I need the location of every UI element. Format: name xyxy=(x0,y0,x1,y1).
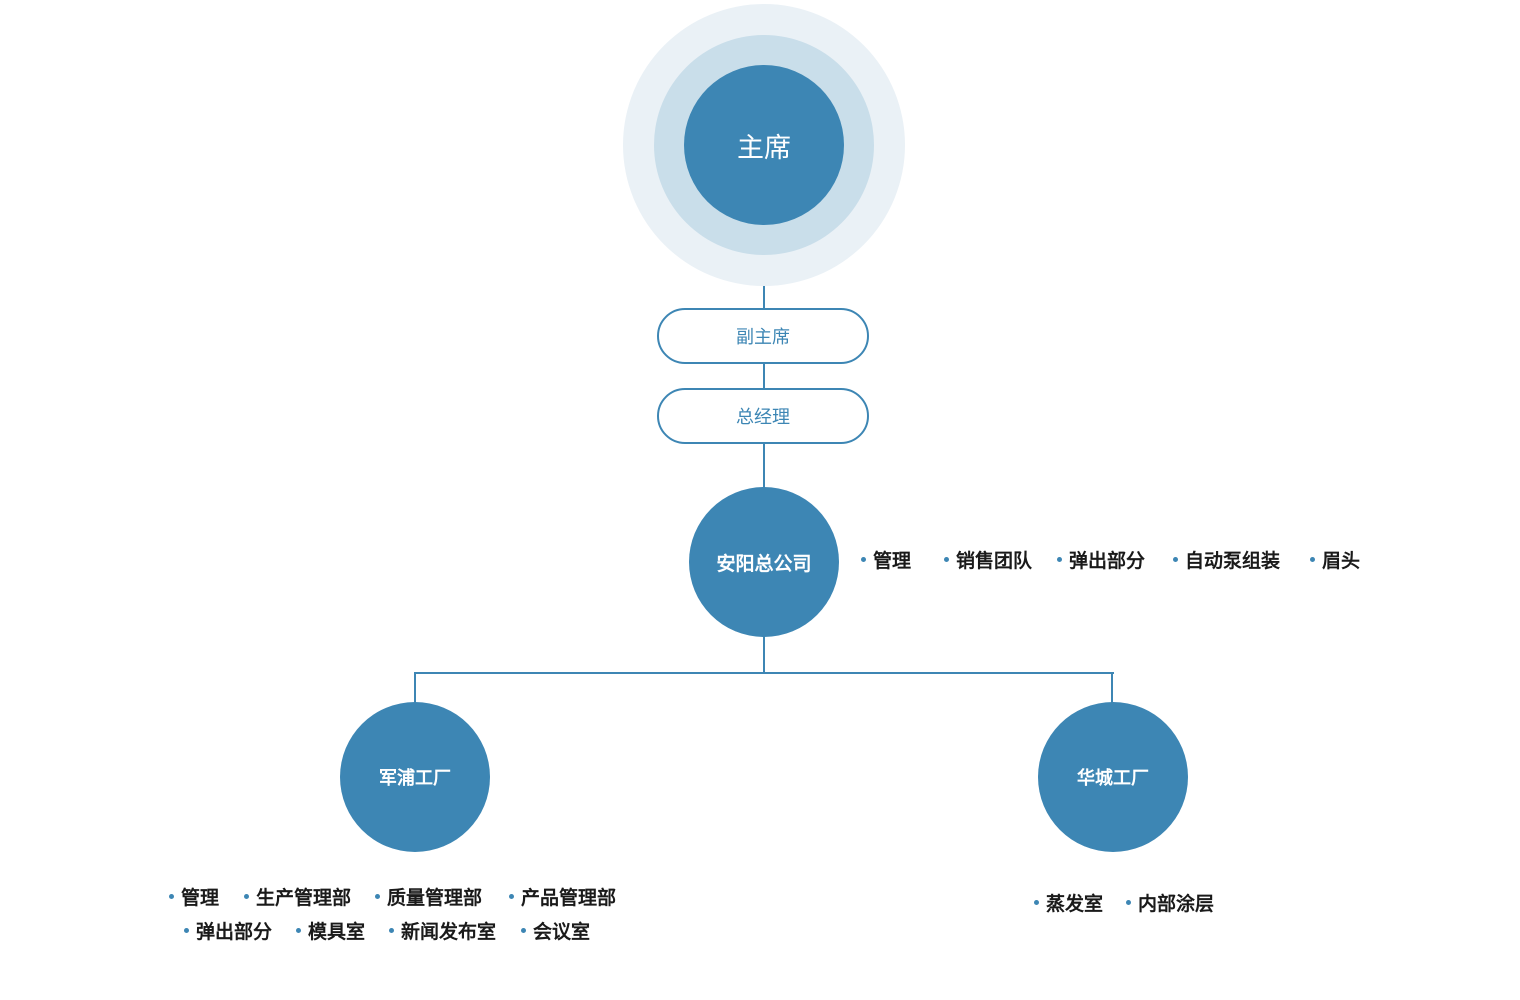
vice-chairman-node[interactable]: 副主席 xyxy=(657,308,869,364)
hq-dept-item: 管理 xyxy=(861,546,911,573)
hwaseong-factory-label: 华城工厂 xyxy=(1077,768,1149,789)
gunpo-dept-label: 模具室 xyxy=(308,921,366,943)
headquarters-label: 安阳总公司 xyxy=(716,552,812,575)
bullet-icon xyxy=(1057,557,1062,562)
bullet-icon xyxy=(861,557,866,562)
general-manager-node[interactable]: 总经理 xyxy=(657,388,869,444)
hq-dept-label: 销售团队 xyxy=(956,550,1033,572)
gunpo-dept-item: 生产管理部 xyxy=(244,883,351,910)
bullet-icon xyxy=(1173,557,1178,562)
gunpo-dept-label: 管理 xyxy=(181,887,220,909)
hwaseong-dept-item: 内部涂层 xyxy=(1126,889,1214,916)
connector-bus-horizontal xyxy=(414,672,1114,674)
connector-gm-hq xyxy=(763,444,765,488)
bullet-icon xyxy=(169,894,174,899)
hq-dept-label: 弹出部分 xyxy=(1069,550,1146,572)
gunpo-dept-label: 弹出部分 xyxy=(196,921,273,943)
bullet-icon xyxy=(1034,900,1039,905)
hq-dept-item: 眉头 xyxy=(1310,546,1360,573)
general-manager-label: 总经理 xyxy=(736,407,790,428)
gunpo-dept-label: 质量管理部 xyxy=(387,887,483,909)
gunpo-dept-label: 生产管理部 xyxy=(256,887,352,909)
gunpo-dept-item: 新闻发布室 xyxy=(389,917,496,944)
connector-vice-gm xyxy=(763,364,765,388)
gunpo-dept-label: 产品管理部 xyxy=(521,887,617,909)
bullet-icon xyxy=(1310,557,1315,562)
bullet-icon xyxy=(184,928,189,933)
hwaseong-dept-item: 蒸发室 xyxy=(1034,889,1103,916)
bullet-icon xyxy=(375,894,380,899)
bullet-icon xyxy=(389,928,394,933)
chairman-label: 主席 xyxy=(737,132,791,164)
bullet-icon xyxy=(296,928,301,933)
bullet-icon xyxy=(521,928,526,933)
hwaseong-dept-label: 内部涂层 xyxy=(1138,893,1215,915)
gunpo-dept-item: 产品管理部 xyxy=(509,883,616,910)
hq-dept-item: 弹出部分 xyxy=(1057,546,1145,573)
gunpo-dept-item: 弹出部分 xyxy=(184,917,272,944)
headquarters-node[interactable]: 安阳总公司 xyxy=(689,487,839,637)
hq-dept-label: 管理 xyxy=(873,550,912,572)
bullet-icon xyxy=(1126,900,1131,905)
connector-hq-bus xyxy=(763,636,765,673)
hq-dept-label: 自动泵组装 xyxy=(1185,550,1281,572)
hq-dept-item: 销售团队 xyxy=(944,546,1032,573)
gunpo-dept-item: 模具室 xyxy=(296,917,365,944)
gunpo-dept-item: 会议室 xyxy=(521,917,590,944)
bullet-icon xyxy=(944,557,949,562)
hwaseong-factory-node[interactable]: 华城工厂 xyxy=(1038,702,1188,852)
connector-bus-left xyxy=(414,672,416,703)
chairman-node[interactable]: 主席 xyxy=(684,65,844,225)
gunpo-factory-node[interactable]: 军浦工厂 xyxy=(340,702,490,852)
gunpo-dept-item: 管理 xyxy=(169,883,219,910)
connector-bus-right xyxy=(1111,672,1113,703)
vice-chairman-label: 副主席 xyxy=(736,327,790,348)
gunpo-dept-item: 质量管理部 xyxy=(375,883,482,910)
bullet-icon xyxy=(244,894,249,899)
hq-dept-label: 眉头 xyxy=(1322,550,1361,572)
gunpo-dept-label: 会议室 xyxy=(533,921,591,943)
gunpo-factory-label: 军浦工厂 xyxy=(379,768,451,789)
hwaseong-dept-label: 蒸发室 xyxy=(1046,893,1104,915)
gunpo-dept-label: 新闻发布室 xyxy=(401,921,497,943)
hq-dept-item: 自动泵组装 xyxy=(1173,546,1280,573)
bullet-icon xyxy=(509,894,514,899)
